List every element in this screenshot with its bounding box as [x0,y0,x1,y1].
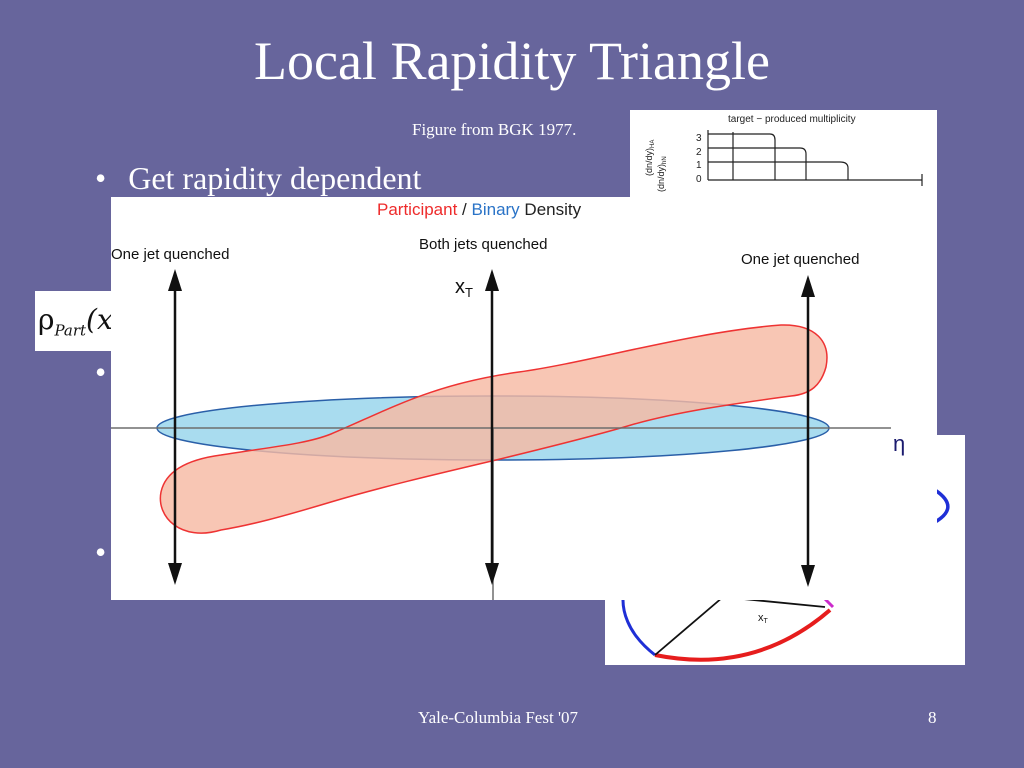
footer-text: Yale-Columbia Fest '07 [418,708,579,727]
arrow-center-up-head [485,269,499,291]
eta-axis-label: η [893,431,905,456]
xt-label: xT [455,276,473,300]
label-one-jet-left: One jet quenched [111,246,229,263]
formula-rho: ρ [38,303,55,336]
slide-title: Local Rapidity Triangle [254,31,770,91]
formula-box: ρPart(x [35,291,115,351]
bgk-tick-3: 3 [696,133,702,144]
figure-caption: Figure from BGK 1977. [412,120,577,139]
bullet-2-marker: • [95,354,107,390]
arrows [173,287,810,572]
circle-xt-label: xT [758,612,769,625]
bgk-tick-1: 1 [696,160,702,171]
density-figure-svg: Participant / Binary Density One jet que… [111,200,905,600]
arrow-left-down-head [168,563,182,585]
label-one-jet-right: One jet quenched [741,251,859,268]
page-number: 8 [928,708,937,727]
arrow-left-up-head [168,269,182,291]
bgk-tick-2: 2 [696,147,702,158]
bullet-1: • Get rapidity dependent [95,160,421,197]
formula-arg: (x [86,303,113,336]
formula-text: ρPart(x [38,303,113,340]
arrow-center-down-head [485,563,499,585]
arrow-right-up-head [801,275,815,297]
bgk-tick-0: 0 [696,174,702,185]
density-figure: Participant / Binary Density One jet que… [111,197,937,600]
bullet-1-text: Get rapidity dependent [128,160,422,196]
bullet-3-marker: • [95,534,107,570]
bgk-title: target − produced multiplicity [728,114,856,125]
arrow-right-down-head [801,565,815,587]
density-title: Participant / Binary Density [377,200,582,219]
arrow-heads [168,269,815,587]
bgk-ylabel-top: (dn/dy)HA [644,140,656,176]
circle-line-1 [654,596,724,656]
bullet-marker: • [95,160,107,196]
bgk-ylabel-bottom: (dn/dy)hN [656,156,668,192]
red-arc [654,608,832,662]
formula-subscript: Part [54,321,87,340]
label-both-jets: Both jets quenched [419,236,547,253]
